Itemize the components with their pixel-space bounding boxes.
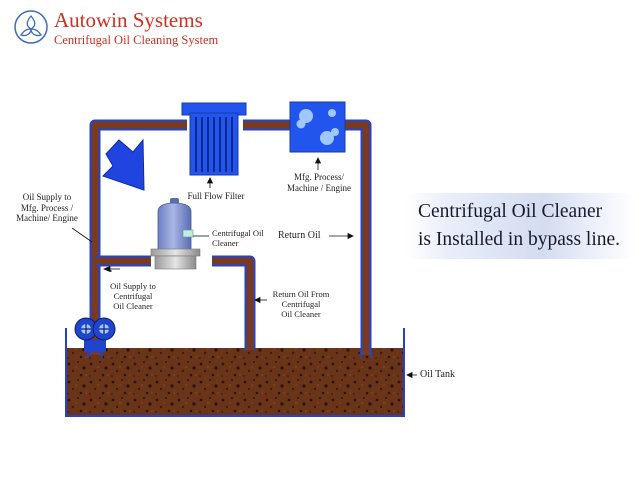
main-pipe-loop <box>89 119 372 355</box>
pointer-arrow <box>102 138 145 191</box>
mfg-process-box <box>289 101 346 153</box>
label-oil-tank: Oil Tank <box>420 369 455 380</box>
company-subtitle: Centrifugal Oil Cleaning System <box>54 33 219 47</box>
label-return-oil: Return Oil <box>278 230 321 241</box>
label-full-flow-filter: Full Flow Filter <box>187 191 245 201</box>
autowin-logo-icon <box>14 10 48 44</box>
bypass-callout: Centrifugal Oil Cleaner is Installed in … <box>406 193 634 259</box>
label-leaders <box>71 157 417 379</box>
label-oil-supply-mfg: Oil Supply to Mfg. Process / Machine/ En… <box>16 192 78 223</box>
callout-line-1: Centrifugal Oil Cleaner <box>418 201 603 222</box>
full-flow-filter <box>181 102 247 176</box>
centrifugal-oil-cleaner <box>150 198 201 270</box>
callout-line-2: is Installed in bypass line. <box>418 229 621 250</box>
oil-tank <box>65 328 405 417</box>
label-centrifugal-oil-cleaner: Centrifugal Oil Cleaner <box>212 228 264 248</box>
pump <box>74 317 116 358</box>
bypass-pipe <box>95 255 256 350</box>
return-pipe-end <box>360 350 372 358</box>
label-mfg-process: Mfg. Process/ Machine / Engine <box>287 172 351 193</box>
label-oil-supply-centrifugal: Oil Supply to Centrifugal Oil Cleaner <box>110 281 156 311</box>
company-title: Autowin Systems <box>54 8 203 32</box>
label-return-oil-from-centrifugal: Return Oil From Centrifugal Oil Cleaner <box>272 289 330 319</box>
oil-tank-outline <box>65 328 405 417</box>
oil-tank-fill <box>66 348 404 416</box>
